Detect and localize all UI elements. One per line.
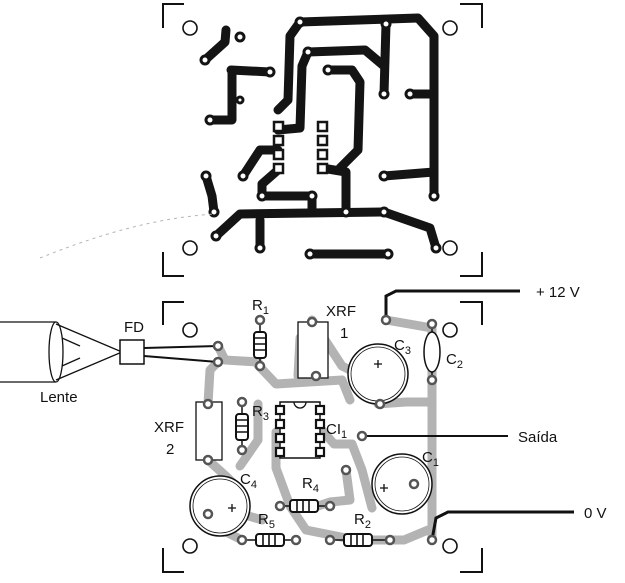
label-xrf2: XRF: [154, 419, 184, 436]
label-xrf2-number: 2: [166, 441, 174, 458]
label-zero-v: 0 V: [584, 505, 607, 522]
label-fd: FD: [124, 319, 144, 336]
lens-assembly: [0, 321, 124, 383]
label-r3: R3: [252, 403, 269, 423]
bottom-round-pads: [202, 314, 438, 546]
zero-v-lead: [430, 510, 574, 541]
resistor-r2: [330, 533, 390, 547]
resistor-r3: [235, 402, 249, 450]
label-c3: C3: [394, 337, 411, 357]
label-r1: R1: [252, 297, 269, 317]
capacitor-c2: [423, 324, 441, 380]
label-c1: C1: [422, 449, 439, 469]
label-xrf1: XRF: [326, 303, 356, 320]
label-r5: R5: [258, 511, 275, 531]
label-plus12v: + 12 V: [536, 284, 580, 301]
lens-icon: [48, 321, 64, 383]
label-c4: C4: [240, 471, 257, 491]
label-r4: R4: [302, 475, 319, 495]
plus12v-lead: [384, 289, 520, 320]
xrf1-inductor: [297, 321, 329, 379]
fd-leads: [143, 345, 219, 363]
resistor-r1: [253, 320, 267, 366]
resistor-r4: [280, 499, 330, 513]
component-layout: FD Lente R1 XRF 1 + 12 V C3 C2 R3 XRF 2 …: [0, 284, 607, 573]
label-ci1: CI1: [326, 421, 347, 441]
top-ic-pads: [272, 120, 329, 175]
capacitor-c1: [371, 453, 433, 515]
label-c2: C2: [446, 351, 463, 371]
top-mounting-holes: [182, 20, 458, 256]
capacitor-c4: [189, 475, 251, 537]
copper-layout: [39, 3, 483, 277]
bottom-corner-marks: [162, 301, 483, 573]
xrf2-inductor: [195, 401, 223, 461]
photodiode-fd: [119, 339, 145, 365]
scan-noise: [39, 213, 216, 259]
top-corner-marks: [162, 3, 483, 277]
label-lente: Lente: [40, 389, 78, 406]
polarity-marks: [228, 360, 388, 512]
top-round-pads: [199, 16, 442, 260]
capacitor-c3: [347, 343, 409, 405]
bottom-mounting-holes: [182, 322, 458, 554]
component-labels: FD Lente R1 XRF 1 + 12 V C3 C2 R3 XRF 2 …: [40, 284, 607, 531]
ic-ci1: [274, 401, 326, 459]
label-r2: R2: [354, 511, 371, 531]
resistor-r5: [242, 533, 296, 547]
label-xrf1-number: 1: [340, 325, 348, 342]
label-saida: Saída: [518, 429, 558, 446]
copper-traces: [200, 13, 441, 259]
